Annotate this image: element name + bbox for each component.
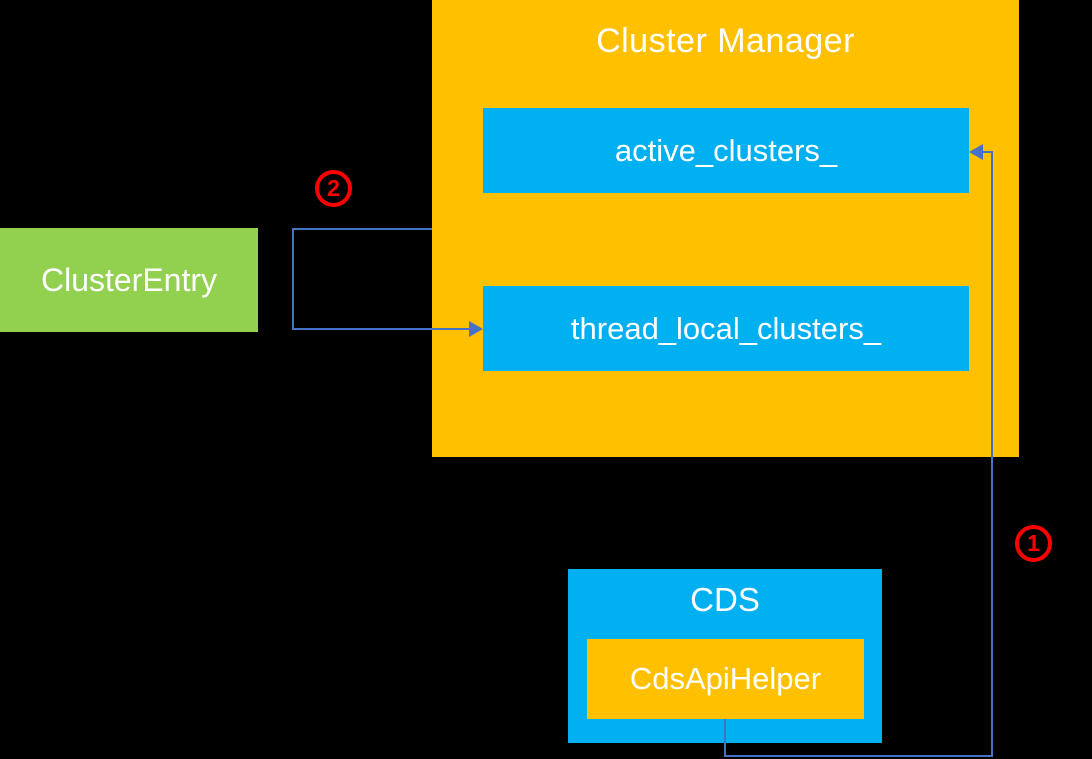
active-clusters-box: active_clusters_ [483,108,969,193]
step-2-badge: 2 [315,170,352,207]
cds-box: CDS CdsApiHelper [568,569,882,743]
cluster-entry-label: ClusterEntry [40,261,218,298]
step-1-badge: 1 [1015,525,1052,562]
active-clusters-label: active_clusters_ [614,132,838,168]
cds-api-helper-label: CdsApiHelper [629,661,822,696]
cluster-entry-box: ClusterEntry [0,228,258,332]
thread-local-clusters-box: thread_local_clusters_ [483,286,969,371]
cds-title: CDS [690,581,760,618]
cluster-manager-title: Cluster Manager [596,22,855,60]
cluster-manager-box: Cluster Manager active_clusters_ thread_… [432,0,1019,457]
cds-api-helper-box: CdsApiHelper [587,639,864,719]
thread-local-clusters-label: thread_local_clusters_ [570,310,882,346]
